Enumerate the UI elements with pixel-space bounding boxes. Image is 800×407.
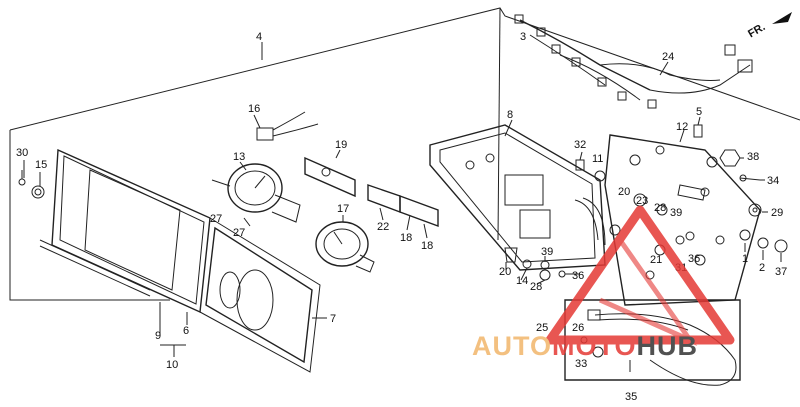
callout-29: 29 (771, 207, 783, 219)
callout-11: 11 (592, 153, 603, 165)
callout-30: 30 (16, 147, 28, 159)
screw-36a (558, 270, 574, 278)
callout-21: 21 (650, 254, 662, 266)
callout-35: 35 (625, 391, 637, 403)
gauge-18 (399, 194, 439, 228)
screw-30 (18, 170, 26, 186)
washer-29 (748, 203, 762, 217)
bulb-11 (594, 170, 606, 182)
direction-label: FR. (746, 21, 767, 40)
front-direction-marker: FR. (746, 12, 792, 40)
callout-12: 12 (676, 121, 688, 133)
callout-37: 37 (775, 266, 787, 278)
screw-34 (739, 174, 761, 182)
screw-36b (685, 231, 695, 241)
callout-36a: 36 (572, 270, 584, 282)
nut-38 (719, 149, 741, 167)
direction-arrow-icon (772, 12, 792, 24)
callout-15: 15 (35, 159, 47, 171)
callout-18b: 18 (421, 240, 433, 252)
callout-26: 26 (572, 322, 584, 334)
callout-18a: 18 (400, 232, 412, 244)
callout-39a: 39 (541, 246, 553, 258)
speedometer-13 (211, 163, 301, 223)
screw-5 (693, 124, 703, 138)
bulb-1 (739, 229, 751, 241)
callout-8: 8 (507, 109, 513, 121)
bulb-31 (675, 235, 685, 245)
sensor-16 (256, 111, 319, 141)
callout-14: 14 (516, 275, 528, 287)
callout-19: 19 (335, 139, 347, 151)
callout-27a: 27 (210, 213, 222, 225)
callout-13: 13 (233, 151, 245, 163)
callout-20b: 20 (618, 186, 630, 198)
watermark-text: AUTOMOTOHUB (472, 331, 698, 361)
callout-28b: 28 (654, 202, 666, 214)
washer-28a (539, 269, 551, 281)
bulb-2 (757, 237, 769, 249)
meter-case-8 (429, 124, 606, 271)
callout-20a: 20 (499, 266, 511, 278)
watermark: AUTOMOTOHUB (472, 205, 735, 361)
callout-32: 32 (574, 139, 586, 151)
callout-22: 22 (377, 221, 389, 233)
wire-harness-24 (514, 14, 753, 109)
watermark-triangle-icon (545, 205, 735, 345)
callout-33: 33 (575, 358, 587, 370)
bulb-39a (540, 260, 550, 270)
leader-lines (23, 42, 782, 357)
callout-17: 17 (337, 203, 349, 215)
callout-23: 23 (636, 195, 648, 207)
callout-3: 3 (520, 31, 526, 43)
tachometer-17 (315, 221, 375, 273)
callout-39b: 39 (670, 207, 682, 219)
gauge-19 (304, 156, 356, 198)
callout-7: 7 (330, 313, 336, 325)
callout-25: 25 (536, 322, 548, 334)
callout-10: 10 (166, 359, 178, 371)
callout-27b: 27 (233, 227, 245, 239)
assembly-outline (9, 7, 800, 301)
callout-28a: 28 (530, 281, 542, 293)
callout-2: 2 (759, 262, 765, 274)
callout-34: 34 (767, 175, 779, 187)
meter-lens-visor (39, 148, 321, 373)
grommet-15 (31, 185, 45, 199)
bulb-20a (504, 247, 518, 263)
gauge-22 (367, 184, 401, 214)
callout-9: 9 (155, 330, 161, 342)
bulb-14 (522, 259, 532, 269)
callout-6: 6 (183, 325, 189, 337)
callout-1: 1 (742, 253, 748, 265)
bulb-37 (774, 239, 788, 253)
callout-36b: 36 (688, 253, 700, 265)
callout-4: 4 (256, 31, 262, 43)
callout-16: 16 (248, 103, 260, 115)
callout-38: 38 (747, 151, 759, 163)
callout-24: 24 (662, 51, 674, 63)
callout-5: 5 (696, 106, 702, 118)
